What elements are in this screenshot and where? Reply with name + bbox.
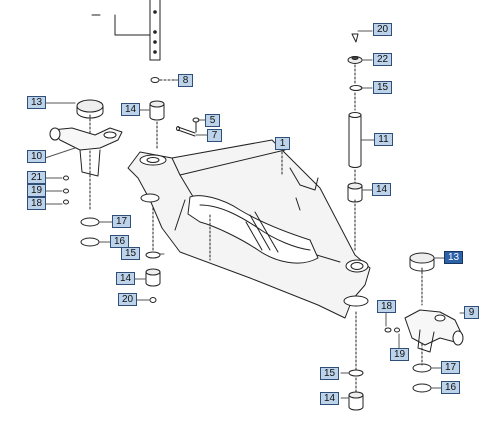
callout-part-1[interactable]: 1 [275, 137, 290, 150]
callout-part-15[interactable]: 15 [121, 247, 140, 260]
bolt-5-7-drawing [176, 117, 200, 137]
callout-part-18[interactable]: 18 [27, 197, 46, 210]
spindle-knuckle-10-left [49, 99, 123, 247]
callout-part-13[interactable]: 13 [27, 96, 46, 109]
bushing-14-top [149, 100, 165, 121]
callout-part-20[interactable]: 20 [118, 293, 137, 306]
callout-part-19[interactable]: 19 [27, 184, 46, 197]
callout-part-7[interactable]: 7 [207, 129, 222, 142]
callout-part-22[interactable]: 22 [373, 53, 392, 66]
axle-beam-1-drawing [127, 139, 371, 319]
callout-part-14[interactable]: 14 [116, 272, 135, 285]
spindle-knuckle-9-right [384, 252, 464, 393]
callout-part-13-selected[interactable]: 13 [444, 251, 463, 264]
callout-part-16[interactable]: 16 [441, 381, 460, 394]
callout-part-14[interactable]: 14 [372, 183, 391, 196]
callout-part-19[interactable]: 19 [390, 348, 409, 361]
callout-part-15[interactable]: 15 [373, 81, 392, 94]
screw-8-drawing [150, 77, 176, 83]
callout-part-11[interactable]: 11 [374, 133, 393, 146]
callout-leaders [44, 30, 465, 399]
callout-part-14[interactable]: 14 [320, 392, 339, 405]
callout-part-10[interactable]: 10 [27, 150, 46, 163]
lower-left-seals [145, 251, 161, 303]
upper-bracket-fragment [91, 0, 161, 61]
callout-part-18[interactable]: 18 [377, 300, 396, 313]
callout-part-9[interactable]: 9 [464, 306, 479, 319]
callout-part-14[interactable]: 14 [121, 103, 140, 116]
callout-part-8[interactable]: 8 [178, 74, 193, 87]
callout-part-16[interactable]: 16 [110, 235, 129, 248]
leader-lines [89, 64, 423, 393]
callout-part-21[interactable]: 21 [27, 171, 46, 184]
callout-part-15[interactable]: 15 [320, 367, 339, 380]
callout-part-17[interactable]: 17 [112, 215, 131, 228]
callout-part-20[interactable]: 20 [373, 23, 392, 36]
bushing-14-right [347, 182, 363, 203]
king-pin-11-drawing [348, 112, 362, 168]
lower-right-seals [348, 369, 364, 411]
callout-part-5[interactable]: 5 [205, 114, 220, 127]
callout-part-17[interactable]: 17 [441, 361, 460, 374]
cap-22-drawing [347, 33, 363, 91]
